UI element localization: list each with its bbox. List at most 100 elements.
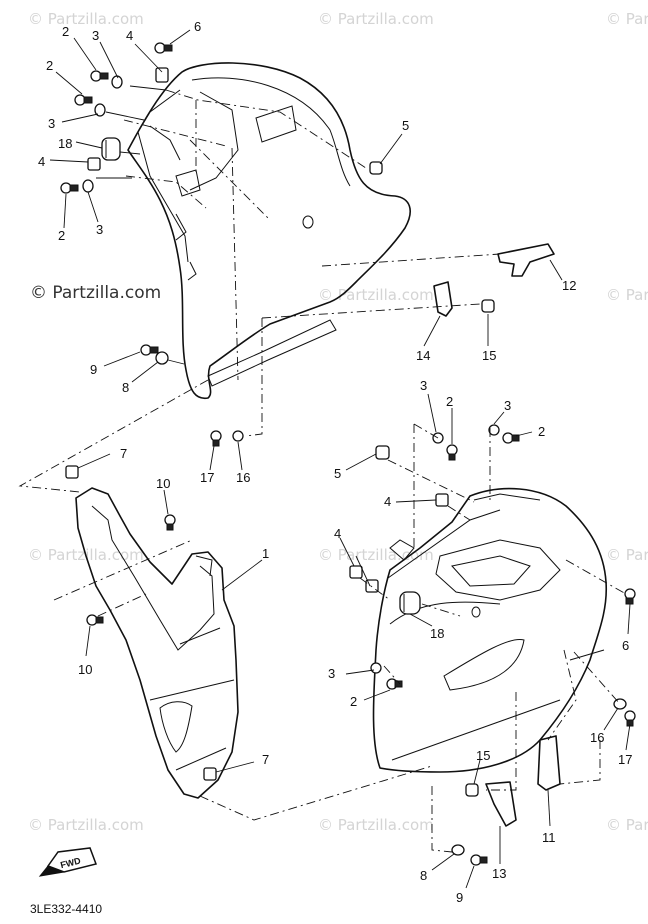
callout-15: 15 — [476, 748, 490, 763]
lower-left-leaders — [77, 453, 263, 773]
forward-arrow-icon: FWD — [38, 847, 97, 877]
stay-bracket-icon — [497, 243, 555, 277]
callout-2: 2 — [538, 424, 545, 439]
upper-guides — [123, 89, 501, 437]
watermark: © Partzilla.com — [28, 816, 144, 834]
bolt-icon — [86, 614, 104, 626]
watermark: © Partzilla.com — [606, 10, 648, 28]
lower-right-leaders — [339, 393, 631, 889]
nut-icon — [465, 783, 479, 797]
callout-18: 18 — [430, 626, 444, 641]
nut-icon — [375, 445, 390, 460]
bolt-icon — [502, 432, 520, 444]
nut-icon — [87, 157, 101, 171]
watermark: © Partzilla.com — [318, 546, 434, 564]
watermark: © Partzilla.com — [606, 816, 648, 834]
callout-3: 3 — [48, 116, 55, 131]
nut-icon — [481, 299, 495, 313]
callout-15: 15 — [482, 348, 496, 363]
watermark-main: © Partzilla.com — [30, 283, 161, 303]
callout-5: 5 — [402, 118, 409, 133]
callout-14: 14 — [416, 348, 430, 363]
lower-right-guides — [359, 423, 627, 853]
bolt-icon — [210, 430, 222, 447]
lower-right-hardware — [349, 424, 636, 866]
callout-4: 4 — [38, 154, 45, 169]
callout-8: 8 — [420, 868, 427, 883]
callout-12: 12 — [562, 278, 576, 293]
callout-5: 5 — [334, 466, 341, 481]
lower-left-guides — [18, 379, 433, 821]
grommet-icon — [101, 137, 121, 161]
diagram-code: 3LE332-4410 — [30, 902, 103, 916]
callout-10: 10 — [156, 476, 170, 491]
callout-16: 16 — [590, 730, 604, 745]
lower-left-cowling — [75, 487, 239, 799]
watermark: © Partzilla.com — [318, 10, 434, 28]
callout-8: 8 — [122, 380, 129, 395]
callout-4: 4 — [126, 28, 133, 43]
callout-7: 7 — [262, 752, 269, 767]
lower-left-hardware — [65, 465, 217, 781]
callout-2: 2 — [58, 228, 65, 243]
callout-3: 3 — [328, 666, 335, 681]
nut-icon — [349, 565, 363, 579]
callout-3: 3 — [504, 398, 511, 413]
callout-17: 17 — [200, 470, 214, 485]
washer-icon — [370, 662, 382, 674]
watermark: © Partzilla.com — [28, 10, 144, 28]
bolt-icon — [624, 710, 636, 727]
bolt-icon — [140, 344, 159, 356]
washer-icon — [82, 179, 94, 193]
callout-1: 1 — [262, 546, 269, 561]
bolt-icon — [164, 514, 176, 531]
bolt-icon — [446, 444, 458, 461]
bracket-icon — [433, 281, 453, 317]
callout-16: 16 — [236, 470, 250, 485]
clip-icon — [203, 767, 217, 781]
grommet-icon — [399, 591, 421, 615]
washer-icon — [613, 698, 627, 710]
watermark: © Partzilla.com — [606, 546, 648, 564]
watermark: © Partzilla.com — [318, 816, 434, 834]
lower-right-cowling — [372, 487, 608, 773]
washer-icon — [488, 424, 500, 436]
upper-hardware — [60, 42, 555, 447]
callout-10: 10 — [78, 662, 92, 677]
callout-17: 17 — [618, 752, 632, 767]
bolt-icon — [60, 182, 79, 194]
nut-icon — [155, 67, 169, 83]
callout-3: 3 — [96, 222, 103, 237]
nut-icon — [435, 493, 449, 507]
washer-icon — [232, 430, 244, 442]
washer-icon — [451, 844, 465, 856]
upper-inner-panel — [127, 62, 411, 400]
bolt-icon — [154, 42, 173, 54]
callout-3: 3 — [420, 378, 427, 393]
nut-icon — [369, 161, 383, 175]
bracket-icon — [485, 781, 517, 827]
callout-9: 9 — [456, 890, 463, 905]
washer-icon — [111, 75, 123, 89]
clip-icon — [65, 465, 79, 479]
callout-labels: 6 2 3 4 2 3 18 4 2 3 5 12 14 15 9 8 17 1… — [38, 19, 632, 905]
callout-2: 2 — [446, 394, 453, 409]
washer-icon — [94, 103, 106, 117]
upper-leaders — [49, 29, 563, 471]
callout-13: 13 — [492, 866, 506, 881]
bolt-icon — [90, 70, 109, 82]
washer-icon — [155, 351, 169, 365]
callout-6: 6 — [194, 19, 201, 34]
callout-18: 18 — [58, 136, 72, 151]
callout-3: 3 — [92, 28, 99, 43]
bolt-icon — [74, 94, 93, 106]
callout-2: 2 — [46, 58, 53, 73]
callout-6: 6 — [622, 638, 629, 653]
callout-11: 11 — [542, 830, 556, 845]
bolt-icon — [386, 678, 403, 690]
bolt-icon — [624, 588, 636, 605]
callout-2: 2 — [62, 24, 69, 39]
watermark-layer: © Partzilla.com © Partzilla.com © Partzi… — [28, 10, 648, 834]
fwd-label: FWD — [59, 855, 82, 870]
